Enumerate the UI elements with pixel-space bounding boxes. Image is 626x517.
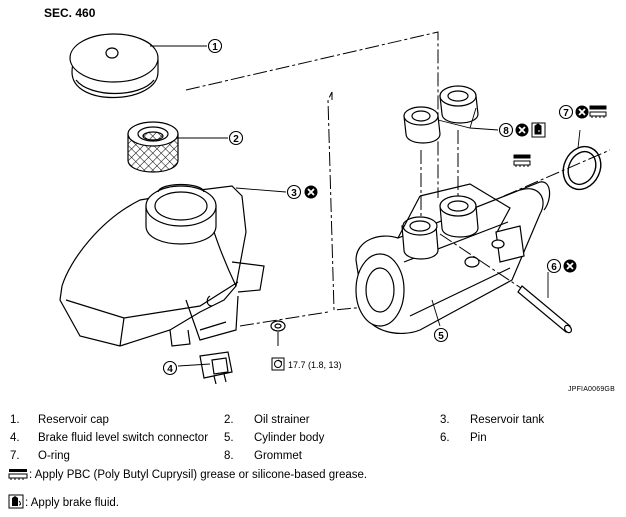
part-name: Reservoir tank — [470, 414, 545, 426]
grease-note-icon — [8, 469, 28, 480]
reservoir-cap — [69, 33, 159, 99]
callout-2 — [228, 130, 244, 146]
part-name: Oil strainer — [254, 414, 310, 426]
grease-note: : Apply PBC (Poly Butyl Cuprysil) grease… — [8, 468, 367, 481]
callout-7-label: 7 — [563, 108, 569, 119]
nut — [270, 320, 286, 332]
part-number: 3. — [440, 414, 450, 426]
grommets — [403, 85, 479, 144]
callout-6 — [546, 258, 562, 274]
part-number: 8. — [224, 450, 234, 462]
exploded-view-diagram: 1 2 3 4 5 6 7 8 1 — [59, 31, 611, 385]
torque-value: 17.7 (1.8, 13) — [288, 360, 342, 370]
brake-fluid-note-icon — [8, 494, 24, 509]
legend-row: 1. Reservoir cap 2. Oil strainer 3. Rese… — [0, 414, 626, 430]
callout-3 — [286, 184, 302, 200]
part-name: Grommet — [254, 450, 302, 462]
part-number: 1. — [10, 414, 20, 426]
leader-lines — [150, 45, 581, 367]
callout-1-label: 1 — [212, 42, 218, 53]
part-number: 4. — [10, 432, 20, 444]
legend-row: 7. O-ring 8. Grommet — [0, 450, 626, 466]
part-name: Cylinder body — [254, 432, 325, 444]
callout-3-label: 3 — [291, 188, 297, 199]
part-number: 7. — [10, 450, 20, 462]
pin — [517, 285, 573, 334]
callout-2-label: 2 — [233, 134, 239, 145]
callout-5-label: 5 — [438, 331, 444, 342]
grease-icon — [513, 105, 607, 167]
part-name: Pin — [470, 432, 487, 444]
section-title: SEC. 460 — [44, 6, 96, 20]
part-number: 5. — [224, 432, 234, 444]
fluid-note-text: : Apply brake fluid. — [25, 497, 119, 509]
callout-4 — [162, 360, 178, 376]
callout-5 — [433, 327, 449, 343]
figure-id: JPFIA0069GB — [568, 386, 615, 393]
callout-8-label: 8 — [503, 126, 509, 137]
callout-1 — [207, 38, 223, 54]
callout-8 — [498, 122, 514, 138]
fluid-note: : Apply brake fluid. — [8, 494, 119, 509]
part-number: 2. — [224, 414, 234, 426]
brake-fluid-icon — [531, 122, 546, 138]
callout-6-label: 6 — [551, 262, 557, 273]
torque-icon — [271, 357, 285, 371]
cylinder-body — [355, 181, 551, 334]
part-number: 6. — [440, 432, 450, 444]
legend-row: 4. Brake fluid level switch connector 5.… — [0, 432, 626, 448]
reservoir-tank — [59, 183, 265, 347]
level-switch-connector — [199, 351, 233, 385]
callout-7 — [558, 104, 574, 120]
part-name: Brake fluid level switch connector — [38, 432, 209, 444]
grease-note-text: : Apply PBC (Poly Butyl Cuprysil) grease… — [29, 469, 368, 481]
callout-4-label: 4 — [167, 364, 173, 375]
part-name: Reservoir cap — [38, 414, 109, 426]
o-ring — [562, 145, 602, 191]
oil-strainer — [127, 121, 179, 173]
part-name: O-ring — [38, 450, 70, 462]
